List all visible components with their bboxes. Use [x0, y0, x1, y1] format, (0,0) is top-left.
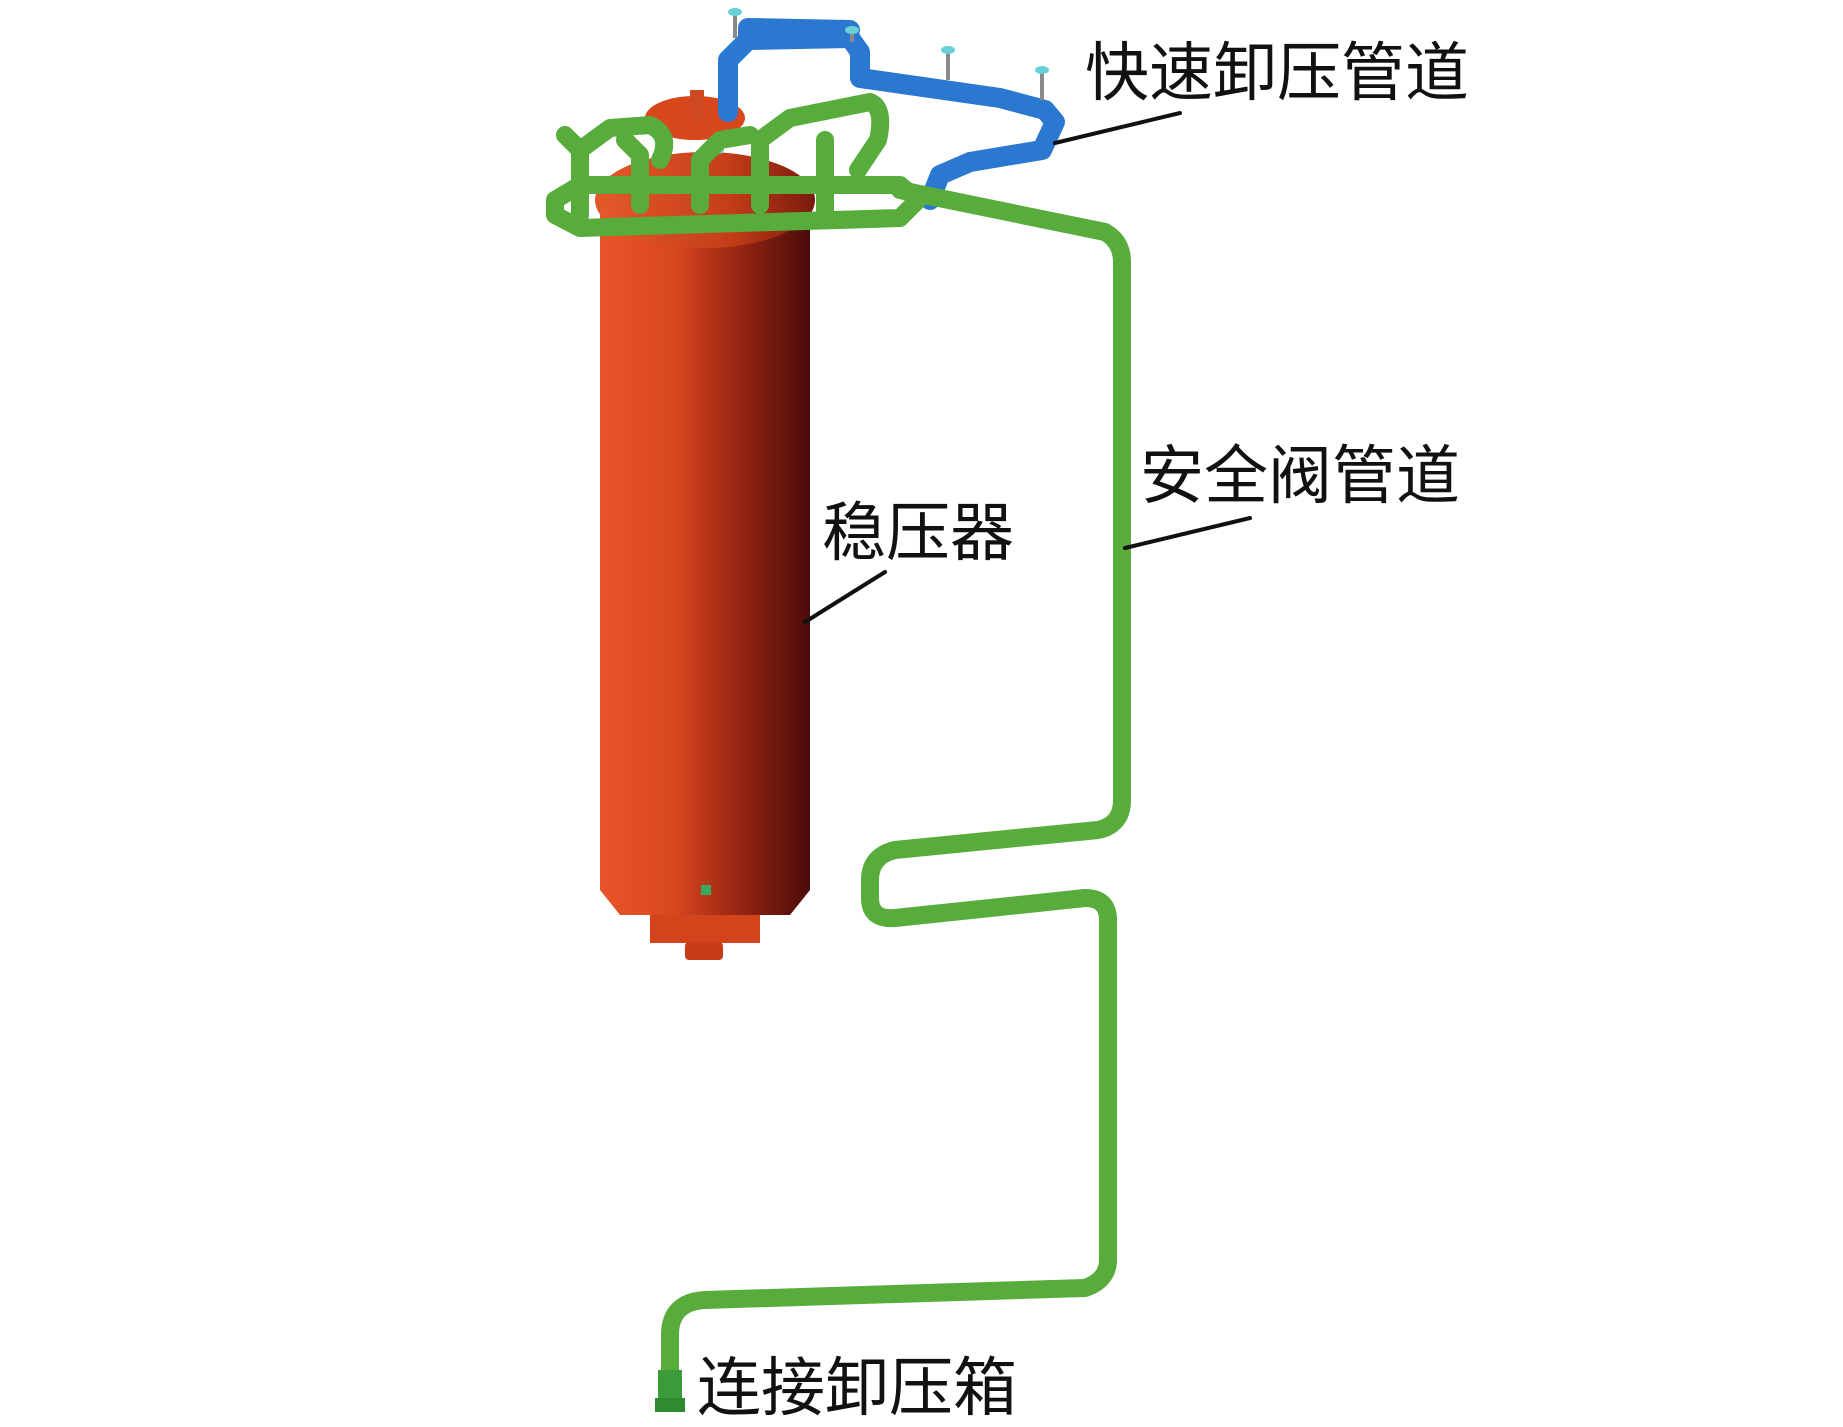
safety-valve-loop: [571, 116, 674, 169]
fast-relief-piping: [718, 18, 1065, 210]
valve-tip-icon: [941, 46, 955, 54]
pressurizer-lower-skirt: [650, 915, 760, 943]
valve-tip-icon: [845, 26, 859, 34]
relief-tank-connection-label: 连接卸压箱: [697, 1352, 1017, 1426]
pressurizer-instrument-tap: [701, 885, 711, 895]
safety-valve-leader-line: [1123, 516, 1252, 550]
valve-tip-icon: [1035, 66, 1049, 74]
pressurizer-bottom-nozzle: [685, 942, 723, 960]
pressurizer-label: 稳压器: [822, 497, 1014, 571]
relief-tank-connector: [658, 1370, 682, 1400]
safety-valve-main-pipe: [661, 181, 1131, 1381]
safety-valve-riser: [616, 131, 649, 214]
safety-valve-riser: [751, 93, 890, 214]
pressurizer-leader-line: [803, 570, 887, 624]
fast-relief-pipe-branch: [738, 18, 860, 50]
pressurizer-body: [600, 215, 810, 915]
valve-tip-icon: [728, 8, 742, 16]
safety-valve-pipe-label: 安全阀管道: [1140, 440, 1460, 514]
safety-valve-riser: [691, 126, 759, 214]
fast-relief-pipe-label: 快速卸压管道: [1085, 37, 1469, 111]
pressurizer-top-nozzle: [690, 90, 704, 120]
fast-relief-leader-line: [1053, 111, 1182, 145]
safety-valve-piping: [546, 93, 1131, 1381]
relief-tank-flange: [655, 1398, 685, 1412]
